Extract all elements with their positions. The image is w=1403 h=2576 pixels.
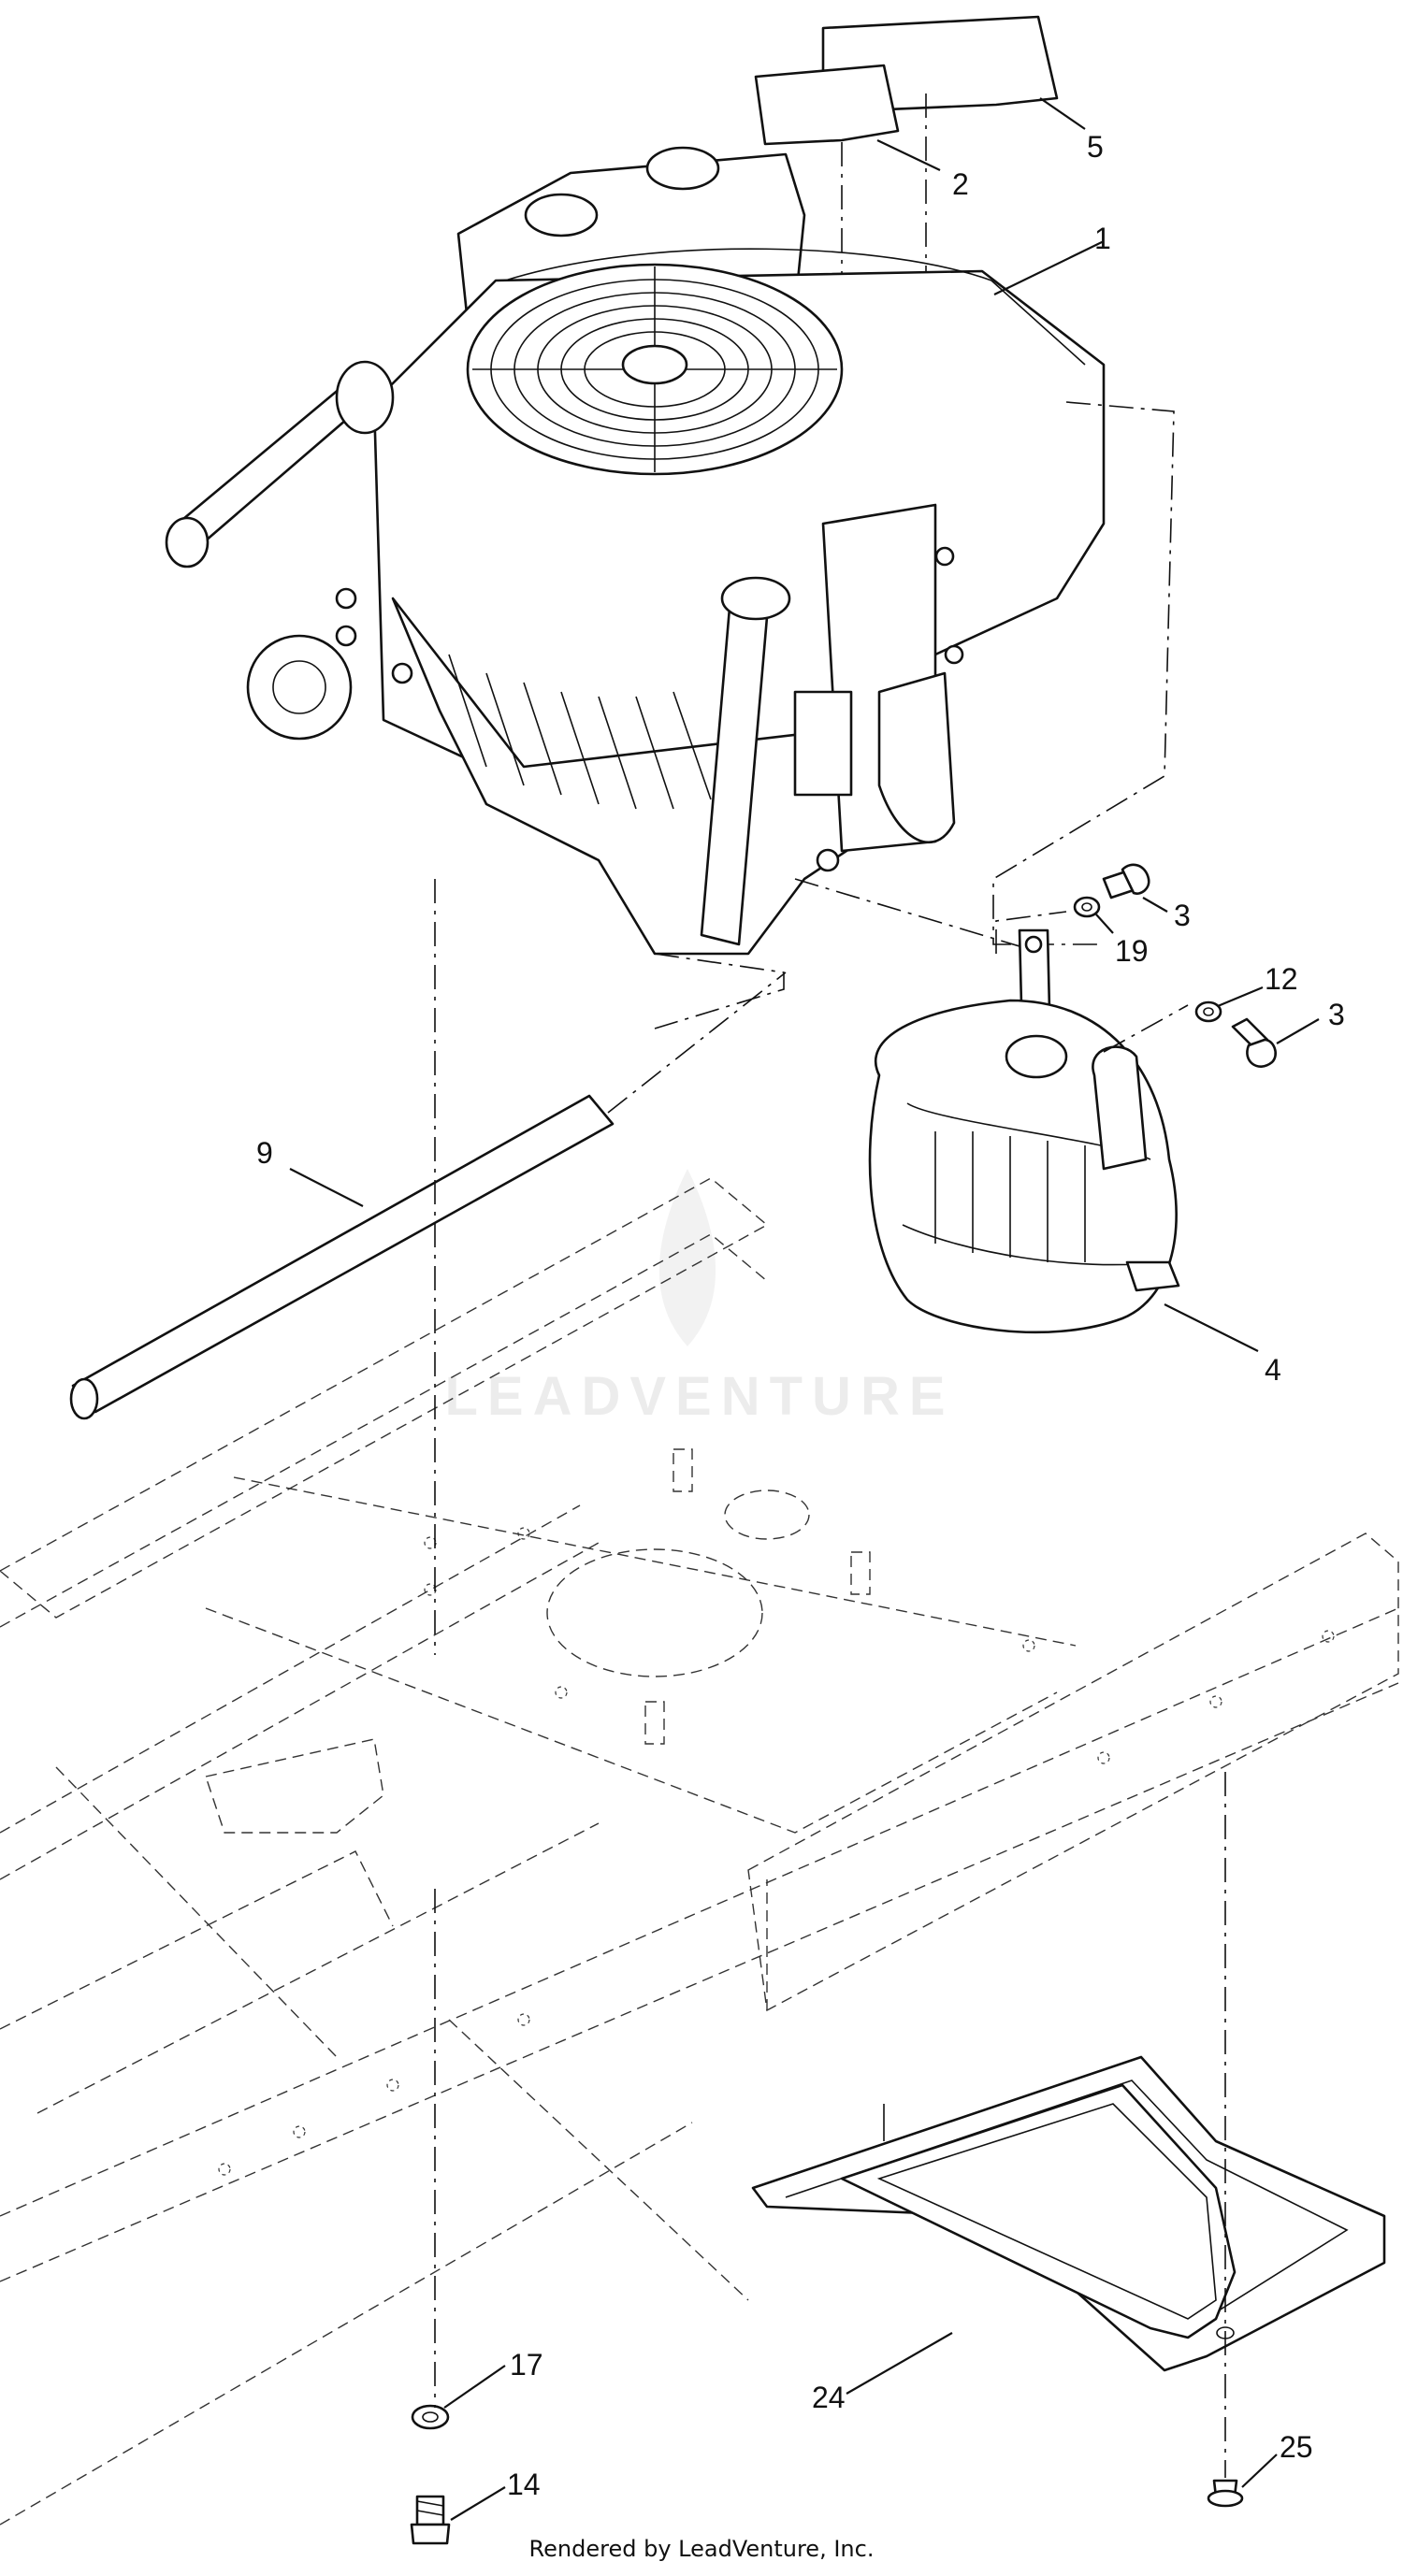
mower-frame — [0, 1177, 1399, 2526]
callout-1: 1 — [1094, 222, 1111, 255]
bolt-3-lower — [1231, 1017, 1277, 1068]
callout-19: 19 — [1115, 934, 1149, 968]
callout-5: 5 — [1087, 130, 1104, 164]
callout-9: 9 — [256, 1136, 273, 1170]
callout-3a: 3 — [1174, 899, 1191, 932]
washer-12 — [1194, 1000, 1222, 1023]
watermark: LEADVENTURE — [444, 1169, 954, 1427]
callout-3b: 3 — [1328, 998, 1345, 1031]
washer-19 — [1073, 896, 1101, 918]
bolt-14 — [410, 2495, 451, 2545]
callout-4: 4 — [1265, 1353, 1281, 1387]
engine-assembly — [165, 146, 1106, 956]
callout-24: 24 — [812, 2381, 846, 2414]
bolt-3-upper — [1102, 863, 1150, 899]
shaft-9 — [69, 1094, 615, 1420]
footer-credit: Rendered by LeadVenture, Inc. — [528, 2536, 875, 2562]
callout-2: 2 — [952, 167, 969, 201]
callout-25: 25 — [1280, 2430, 1313, 2464]
callout-17: 17 — [510, 2348, 543, 2382]
muffler — [868, 928, 1180, 1334]
base-plate-24 — [751, 2055, 1386, 2372]
decal-2 — [754, 64, 900, 146]
callout-14: 14 — [507, 2468, 541, 2501]
watermark-text: LEADVENTURE — [444, 1366, 954, 1427]
callout-12: 12 — [1265, 962, 1298, 996]
bolt-25 — [1207, 2479, 1244, 2508]
callout-leaders — [289, 97, 1320, 2521]
washer-17 — [411, 2404, 450, 2430]
